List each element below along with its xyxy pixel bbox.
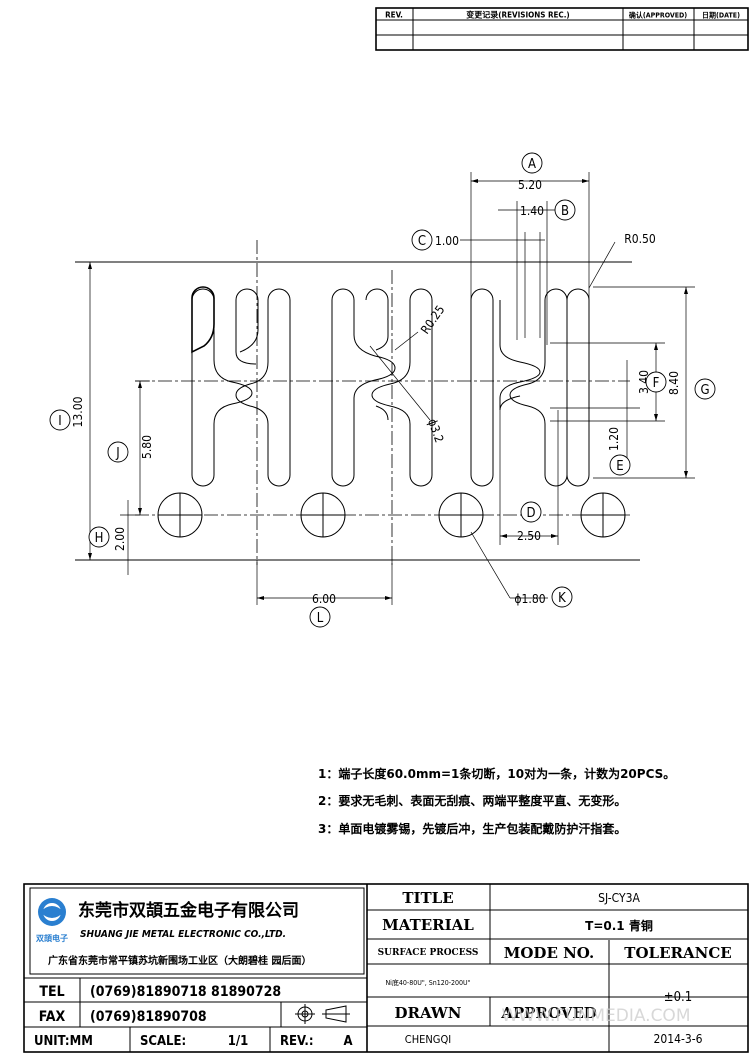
balloon-h: H	[95, 531, 104, 546]
fax-value: (0769)81890708	[90, 1009, 207, 1025]
unit-label: UNIT:MM	[34, 1034, 93, 1049]
rev-label: REV.:	[280, 1034, 314, 1049]
balloons: A B C D E F G H I J K L	[49, 152, 716, 628]
tolerance-label: TOLERANCE	[624, 944, 731, 962]
projection-symbol-icon	[295, 1004, 350, 1024]
revision-table: REV. 变更记录(REVISIONS REC.) 确认(APPROVED) 日…	[375, 7, 749, 51]
dim-i: 13.00	[71, 396, 85, 427]
balloon-c: C	[418, 234, 426, 249]
dim-d: 2.50	[517, 529, 541, 543]
approved-label: APPROVED	[500, 1004, 597, 1022]
material-value: T=0.1 青铜	[585, 918, 653, 933]
title-label: TITLE	[402, 889, 453, 907]
company-address: 广东省东莞市常平镇苏坑新围场工业区（大朗碧桂 园后面）	[48, 954, 311, 967]
watermark: WWW.FUNMEDIA.COM	[502, 1006, 691, 1026]
dim-k: ɸ1.80	[514, 592, 545, 606]
note-3: 3：单面电镀雾锡，先镀后冲，生产包装配戴防护汗指套。	[318, 821, 626, 836]
dim-j: 5.80	[140, 435, 154, 459]
rev-value: A	[343, 1034, 352, 1049]
balloon-l: L	[317, 611, 324, 626]
dim-b: 1.40	[520, 204, 544, 218]
balloon-j: J	[115, 446, 119, 461]
rev-header: REV.	[385, 11, 403, 20]
balloon-f: F	[653, 376, 660, 391]
surface-process-value: Ni底40-80U", Sn120-200U"	[385, 978, 470, 987]
dim-e: 1.20	[607, 427, 621, 451]
dimension-lines	[75, 172, 695, 605]
note-2: 2：要求无毛刺、表面无刮痕、两端平整度平直、无变形。	[318, 793, 626, 808]
title-value: SJ-CY3A	[598, 891, 640, 905]
balloon-k: K	[558, 591, 566, 606]
mode-no-label: MODE NO.	[504, 944, 594, 962]
balloon-a: A	[528, 157, 536, 172]
scale-label: SCALE:	[140, 1034, 186, 1049]
note-1: 1：端子长度60.0mm=1条切断，10对为一条，计数为20PCS。	[318, 766, 675, 781]
balloon-i: I	[58, 414, 61, 429]
drawn-label: DRAWN	[395, 1004, 462, 1022]
strip-outline	[75, 261, 640, 561]
pilot-holes	[157, 492, 626, 538]
revision-record-header: 变更记录(REVISIONS REC.)	[466, 10, 569, 20]
balloon-d: D	[526, 506, 535, 521]
dim-l: 6.00	[312, 592, 336, 606]
date-header: 日期(DATE)	[702, 11, 740, 20]
dim-g: 8.40	[667, 371, 681, 395]
material-label: MATERIAL	[382, 916, 474, 934]
fax-label: FAX	[39, 1009, 66, 1025]
notes: 1：端子长度60.0mm=1条切断，10对为一条，计数为20PCS。 2：要求无…	[318, 766, 675, 836]
dim-h: 2.00	[113, 527, 127, 551]
company-name-cn: 东莞市双頡五金电子有限公司	[78, 900, 299, 921]
dim-phi32: ɸ3.2	[425, 417, 446, 445]
balloon-e: E	[616, 459, 623, 474]
tel-label: TEL	[39, 984, 64, 1000]
scale-value: 1/1	[228, 1034, 249, 1049]
date-value: 2014-3-6	[654, 1032, 703, 1046]
approved-header: 确认(APPROVED)	[629, 11, 687, 20]
dim-c: 1.00	[435, 234, 459, 248]
tolerance-value: ±0.1	[664, 990, 692, 1005]
balloon-b: B	[561, 204, 569, 219]
terminal-cutouts	[191, 286, 590, 487]
dim-r050: R0.50	[624, 232, 656, 246]
title-block	[23, 883, 749, 1053]
dim-a: 5.20	[518, 178, 542, 192]
tel-value: (0769)81890718 81890728	[90, 984, 281, 1000]
surface-process-label: SURFACE PROCESS	[378, 948, 479, 958]
dim-r025: R0.25	[418, 303, 448, 337]
center-lines	[135, 240, 630, 565]
drawn-value: CHENGQI	[405, 1033, 451, 1046]
company-name-en: SHUANG JIE METAL ELECTRONIC CO.,LTD.	[80, 929, 286, 940]
balloon-g: G	[700, 383, 709, 398]
logo-text: 双頡电子	[36, 933, 68, 943]
company-logo: 双頡电子	[36, 898, 68, 943]
